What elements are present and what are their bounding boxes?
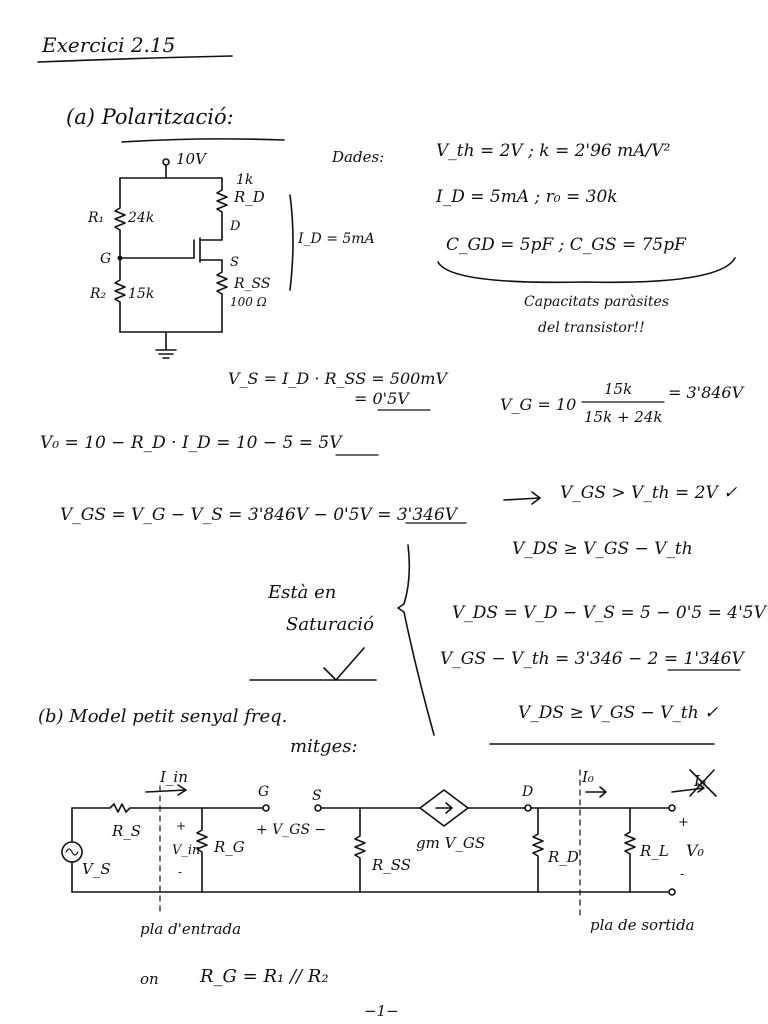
node-d-small: D [521, 784, 533, 800]
rg-label: R_G [213, 838, 245, 856]
vin-label: V_in [172, 843, 200, 858]
bias-circuit: 10V R₁ 24k G R₂ 15k 1k R_D D S R_SS 100 … [87, 150, 375, 359]
node-d: D [229, 219, 241, 234]
rl-label: R_L [639, 842, 669, 860]
vin-minus: - [178, 865, 182, 879]
vo-minus: - [680, 867, 684, 882]
node-s: S [230, 255, 239, 270]
caps: C_GD = 5pF ; C_GS = 75pF [446, 235, 687, 255]
part-b-heading-2: mitges: [290, 736, 358, 757]
vg-denominator: 15k + 24k [584, 408, 662, 426]
r2-label: R₂ [89, 286, 107, 302]
part-a-heading: (a) Polarització: [66, 105, 234, 129]
r1-label: R₁ [87, 210, 104, 226]
gm-vgs-label: gm V_GS [416, 834, 485, 852]
rss-value: 100 Ω [230, 295, 267, 309]
vo-plus: + [678, 815, 689, 830]
rss-label: R_SS [233, 276, 270, 292]
page-number: −1− [364, 1002, 399, 1020]
check-mark [323, 647, 365, 681]
rd-label: R_D [233, 188, 265, 206]
small-signal-circuit: V_S R_S I_in R_G V_in + - G S + V_GS − R… [61, 768, 717, 938]
title-underline [37, 55, 233, 63]
vgs-check: V_GS > V_th = 2V ✓ [560, 483, 737, 503]
rg-note: R_G = R₁ // R₂ [199, 966, 329, 987]
vs-line-1: V_S = I_D · R_SS = 500mV [228, 369, 448, 388]
vo-small-label: V₀ [686, 841, 705, 860]
vth-k: V_th = 2V ; k = 2'96 mA/V² [436, 141, 671, 161]
node-g: G [100, 251, 111, 267]
rss-small-label: R_SS [371, 856, 411, 874]
vin-plus: + [176, 819, 186, 833]
sat-note-1: Està en [267, 582, 336, 603]
io-label: I₀ [581, 768, 594, 786]
vs-line-2: = 0'5V [354, 389, 410, 408]
part-a-underline [121, 138, 285, 143]
rs-label: R_S [111, 822, 141, 840]
vg-numerator: 15k [604, 380, 632, 398]
sat-note-2: Saturació [286, 614, 374, 635]
vgs-equation: V_GS = V_G − V_S = 3'846V − 0'5V = 3'346… [60, 505, 459, 525]
r1-value: 24k [127, 210, 154, 226]
rd-small-label: R_D [547, 848, 579, 866]
caps-note-1: Capacitats paràsites [524, 294, 669, 310]
brace [397, 544, 435, 736]
saturation-condition: V_DS ≥ V_GS − V_th [512, 539, 693, 559]
page-title: Exercici 2.15 [41, 33, 175, 57]
input-plane-label: pla d'entrada [140, 920, 241, 938]
vds-equation: V_DS = V_D − V_S = 5 − 0'5 = 4'5V [452, 603, 768, 623]
id-ro: I_D = 5mA ; r₀ = 30k [435, 187, 618, 207]
vs-source-label: V_S [82, 860, 111, 878]
rd-value: 1k [236, 172, 253, 188]
part-b-heading-1: (b) Model petit senyal freq. [38, 706, 287, 727]
vo-equation: V₀ = 10 − R_D · I_D = 10 − 5 = 5V [40, 433, 343, 453]
data-label: Dades: [331, 148, 384, 166]
r2-value: 15k [128, 286, 154, 302]
rg-note-prefix: on [140, 970, 159, 988]
node-s-small: S [312, 788, 322, 804]
vgs-minus-vth: V_GS − V_th = 3'346 − 2 = 1'346V [440, 649, 745, 669]
caps-note-2: del transistor!! [538, 320, 645, 336]
saturation-check: V_DS ≥ V_GS − V_th ✓ [518, 703, 718, 723]
iin-label: I_in [159, 768, 188, 786]
vg-result: = 3'846V [668, 383, 745, 402]
supply-label: 10V [176, 150, 208, 168]
caps-brace [437, 257, 736, 284]
vg-lhs: V_G = 10 [500, 395, 576, 414]
node-g-small: G [258, 784, 269, 800]
output-plane-label: pla de sortida [590, 916, 695, 934]
vgs-label: + V_GS − [256, 822, 326, 838]
id-note: I_D = 5mA [297, 231, 375, 247]
arrow [503, 491, 541, 505]
